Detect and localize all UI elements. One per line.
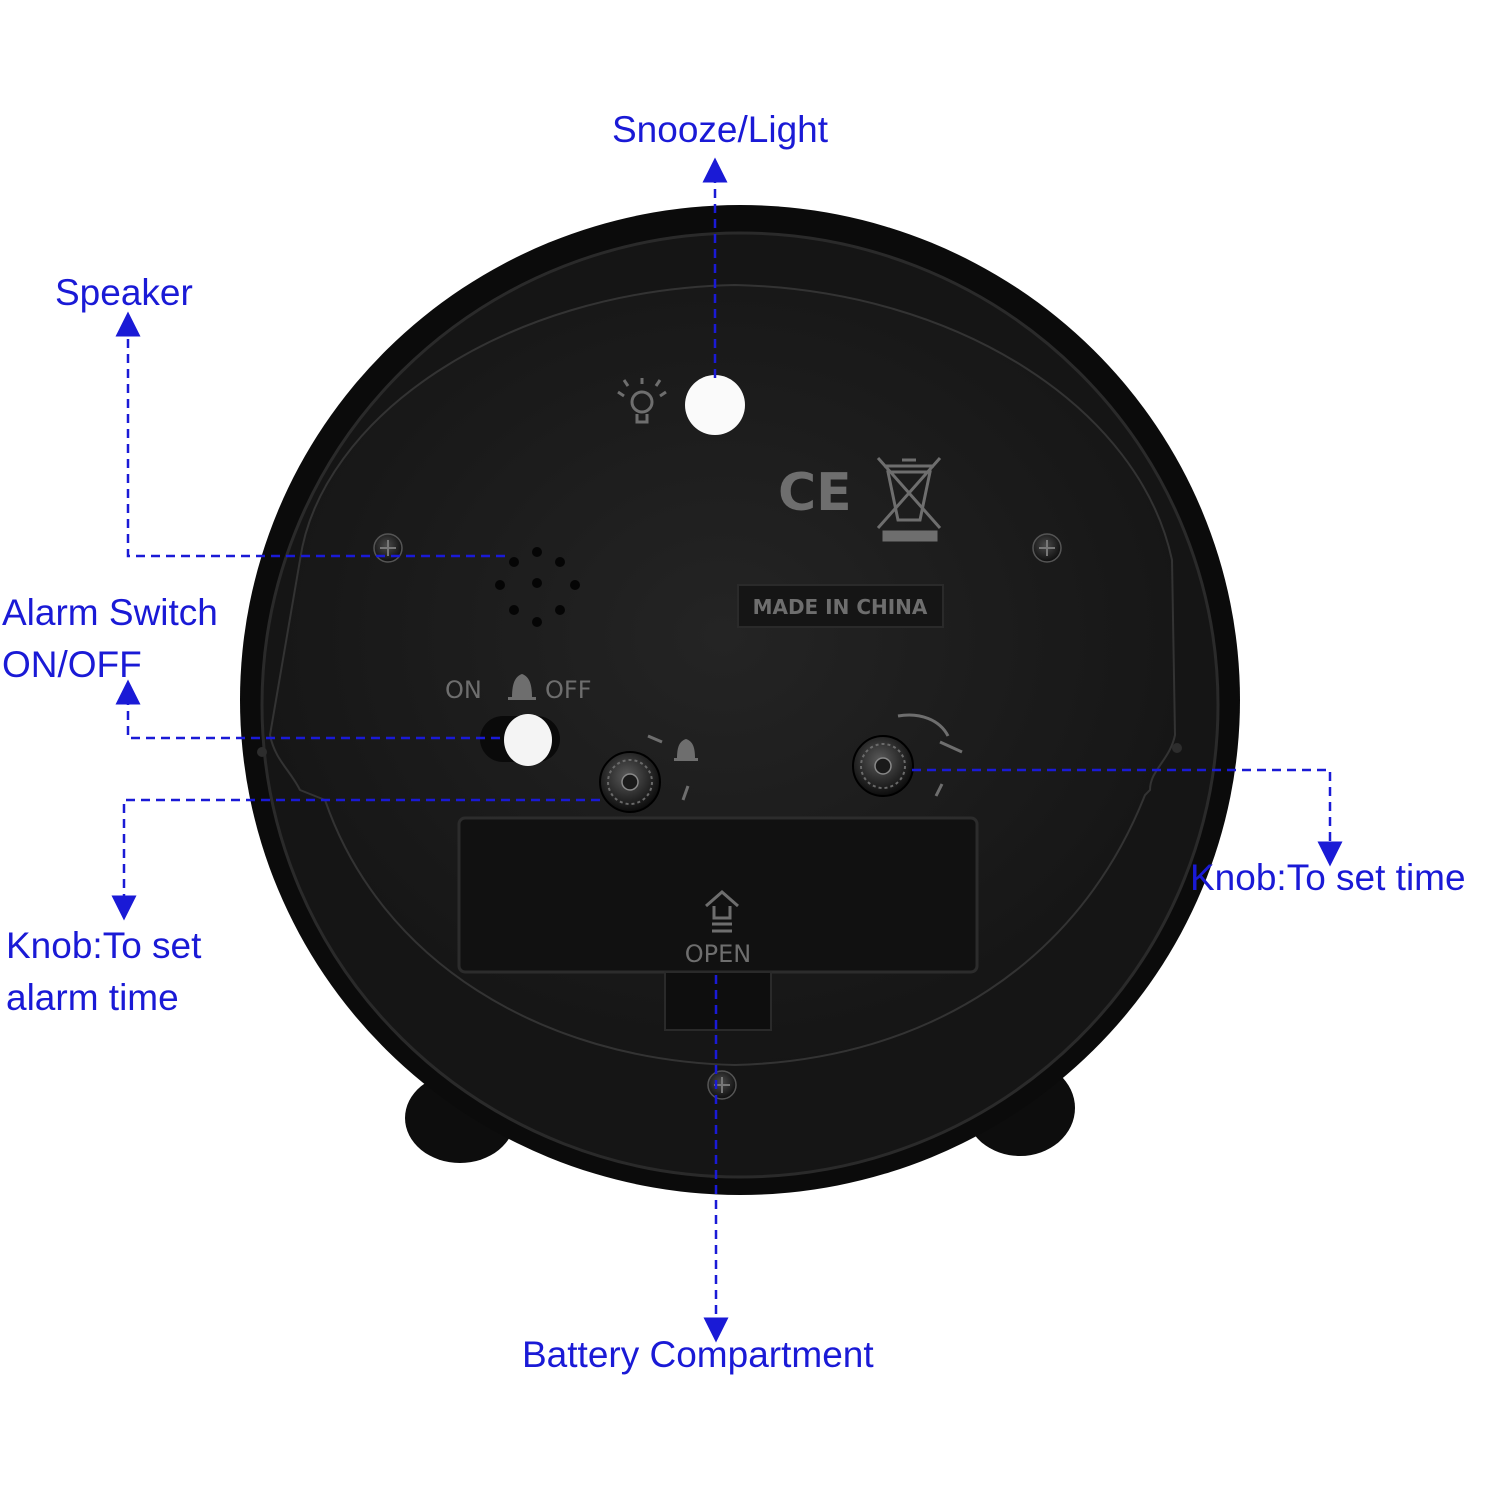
alarm-dial-arc bbox=[647, 734, 690, 801]
made-in-plate bbox=[737, 584, 944, 628]
weee-bin-icon bbox=[876, 457, 942, 542]
lightbulb-icon bbox=[617, 378, 667, 424]
label-knob-time: Knob:To set time bbox=[1190, 857, 1466, 898]
label-alarm-switch-1: Alarm Switch bbox=[2, 592, 218, 633]
speaker-grille bbox=[495, 547, 580, 627]
label-knob-alarm-1: Knob:To set bbox=[6, 925, 202, 966]
label-snooze-light: Snooze/Light bbox=[612, 109, 829, 150]
time-knob-leader bbox=[912, 768, 1343, 867]
label-alarm-switch-2: ON/OFF bbox=[2, 644, 142, 685]
bell-icon bbox=[508, 674, 536, 700]
bell-icon bbox=[674, 739, 698, 761]
open-label: OPEN bbox=[685, 940, 751, 968]
side-pin bbox=[1172, 743, 1182, 753]
alarm-switch-toggle[interactable] bbox=[504, 714, 552, 766]
ce-mark-text: CE bbox=[778, 463, 852, 523]
side-pin bbox=[257, 747, 267, 757]
made-in-text: MADE IN CHINA bbox=[753, 595, 928, 619]
knob-icon[interactable] bbox=[599, 751, 661, 813]
switch-leader bbox=[115, 679, 500, 740]
screw-icon bbox=[1032, 533, 1062, 563]
arrow-up-icon bbox=[705, 890, 739, 933]
switch-off-text: OFF bbox=[545, 676, 592, 704]
time-dial-arc bbox=[897, 713, 963, 797]
label-battery: Battery Compartment bbox=[522, 1334, 874, 1375]
screw-icon bbox=[373, 533, 403, 563]
annotation-lines bbox=[111, 157, 1343, 1343]
switch-on-text: ON bbox=[445, 676, 482, 704]
label-speaker: Speaker bbox=[55, 272, 193, 313]
label-knob-alarm-2: alarm time bbox=[6, 977, 179, 1018]
alarm-knob-leader bbox=[111, 798, 600, 921]
screw-icon bbox=[707, 1070, 737, 1100]
battery-latch[interactable] bbox=[664, 971, 772, 1031]
speaker-leader bbox=[115, 311, 505, 558]
ce-mark-icon: CE bbox=[778, 463, 852, 523]
knob-icon[interactable] bbox=[852, 735, 914, 797]
snooze-light-button[interactable] bbox=[685, 375, 745, 435]
